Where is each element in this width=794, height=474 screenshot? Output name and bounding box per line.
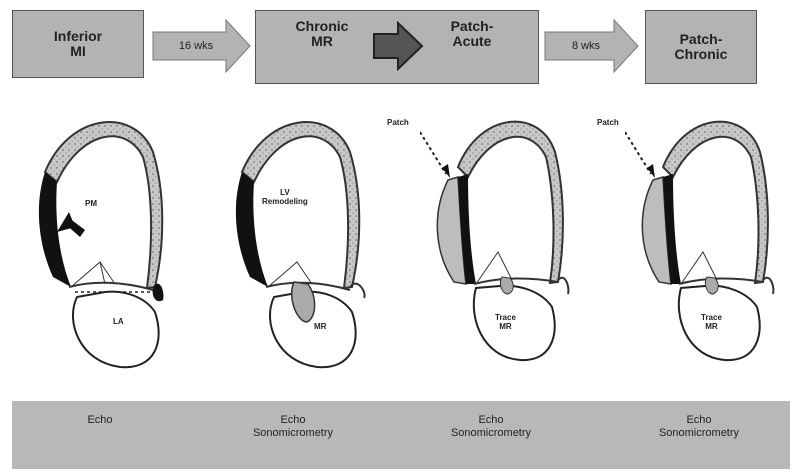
heart-diagram-chronic-mr [222,112,382,382]
transition-label: 8 wks [544,18,640,74]
label-lv-remodeling: LV Remodeling [262,188,308,206]
label-trace-mr-chronic: Trace MR [701,313,722,331]
label-trace-mr-acute: Trace MR [495,313,516,331]
measurement-label: Echo [70,414,130,427]
measurement-label: Echo Sonomicrometry [238,414,348,440]
transition-label: 16 wks [152,18,252,74]
stage-chronic-mr-patch-acute: Chronic MR Patch- Acute [255,10,539,84]
label-patch-chronic: Patch [597,118,619,127]
label-mr: MR [314,322,326,331]
stage-inferior-mi: Inferior MI [12,10,144,78]
heart-diagram-inferior-mi [25,112,185,382]
heart-diagram-patch-chronic [625,112,785,382]
label-patch-acute: Patch [387,118,409,127]
dark-arrow-icon [370,21,426,71]
label-pm: PM [85,199,97,208]
stage-patch-chronic: Patch- Chronic [645,10,757,84]
stage-patch-acute-label: Patch- Acute [430,19,514,49]
transition-arrow-8wks: 8 wks [544,18,640,74]
label-la: LA [113,317,124,326]
heart-diagram-patch-acute [420,112,580,382]
transition-arrow-16wks: 16 wks [152,18,252,74]
measurement-label: Echo Sonomicrometry [644,414,754,440]
measurement-band: Echo Echo Sonomicrometry Echo Sonomicrom… [12,401,790,469]
measurement-label: Echo Sonomicrometry [436,414,546,440]
stage-chronic-mr-label: Chronic MR [282,19,362,49]
